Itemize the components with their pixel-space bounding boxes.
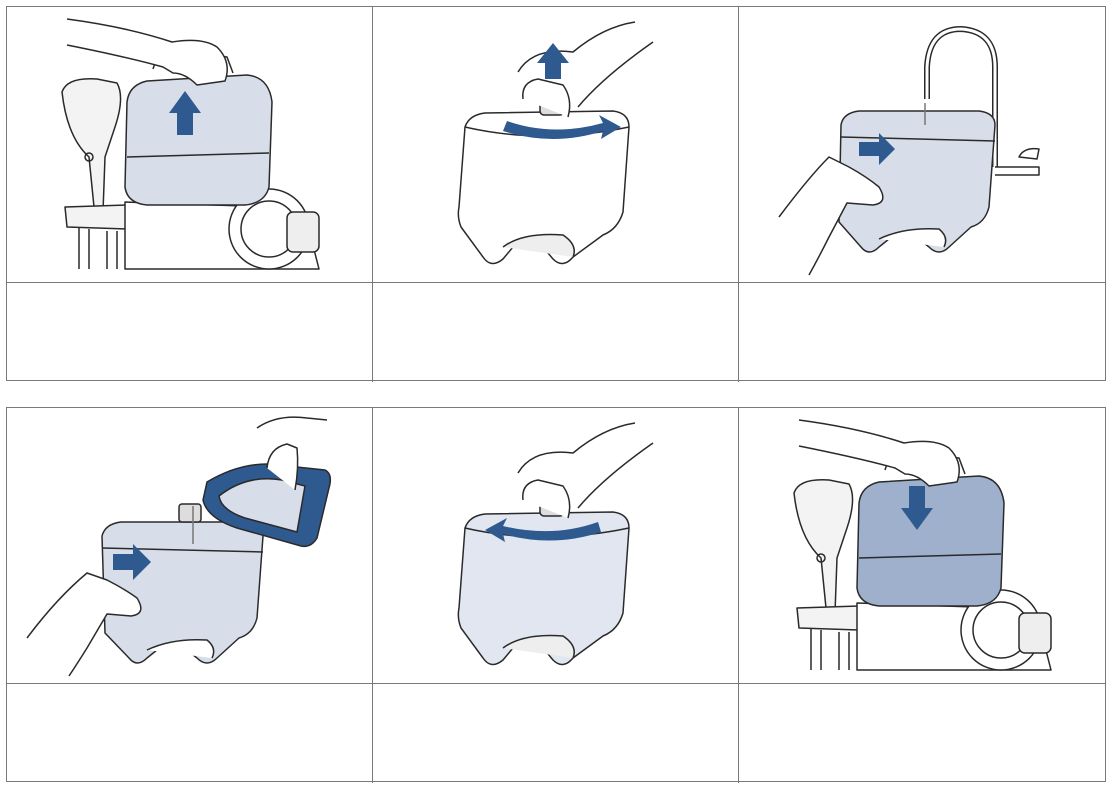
step-1-illustration [7,7,373,283]
step-4-illustration [7,408,373,684]
lift-tank-illustration [61,18,320,270]
step-3-illustration [739,7,1105,283]
unscrew-cap-illustration [457,21,654,265]
step-3-caption [739,283,1105,382]
place-tank-illustration [793,419,1052,671]
step-5-illustration [373,408,739,684]
step-6-illustration [739,408,1105,684]
step-2-caption [373,283,739,382]
step-6-caption [739,684,1105,783]
step-1-caption [7,283,373,382]
fill-at-faucet-illustration [778,26,1040,276]
step-2-illustration [373,7,739,283]
step-5-caption [373,684,739,783]
screw-cap-illustration [457,422,654,666]
pour-formula-illustration [26,416,332,677]
instruction-grid-top [6,6,1106,382]
instruction-grid-bottom [6,407,1106,783]
step-4-caption [7,684,373,783]
